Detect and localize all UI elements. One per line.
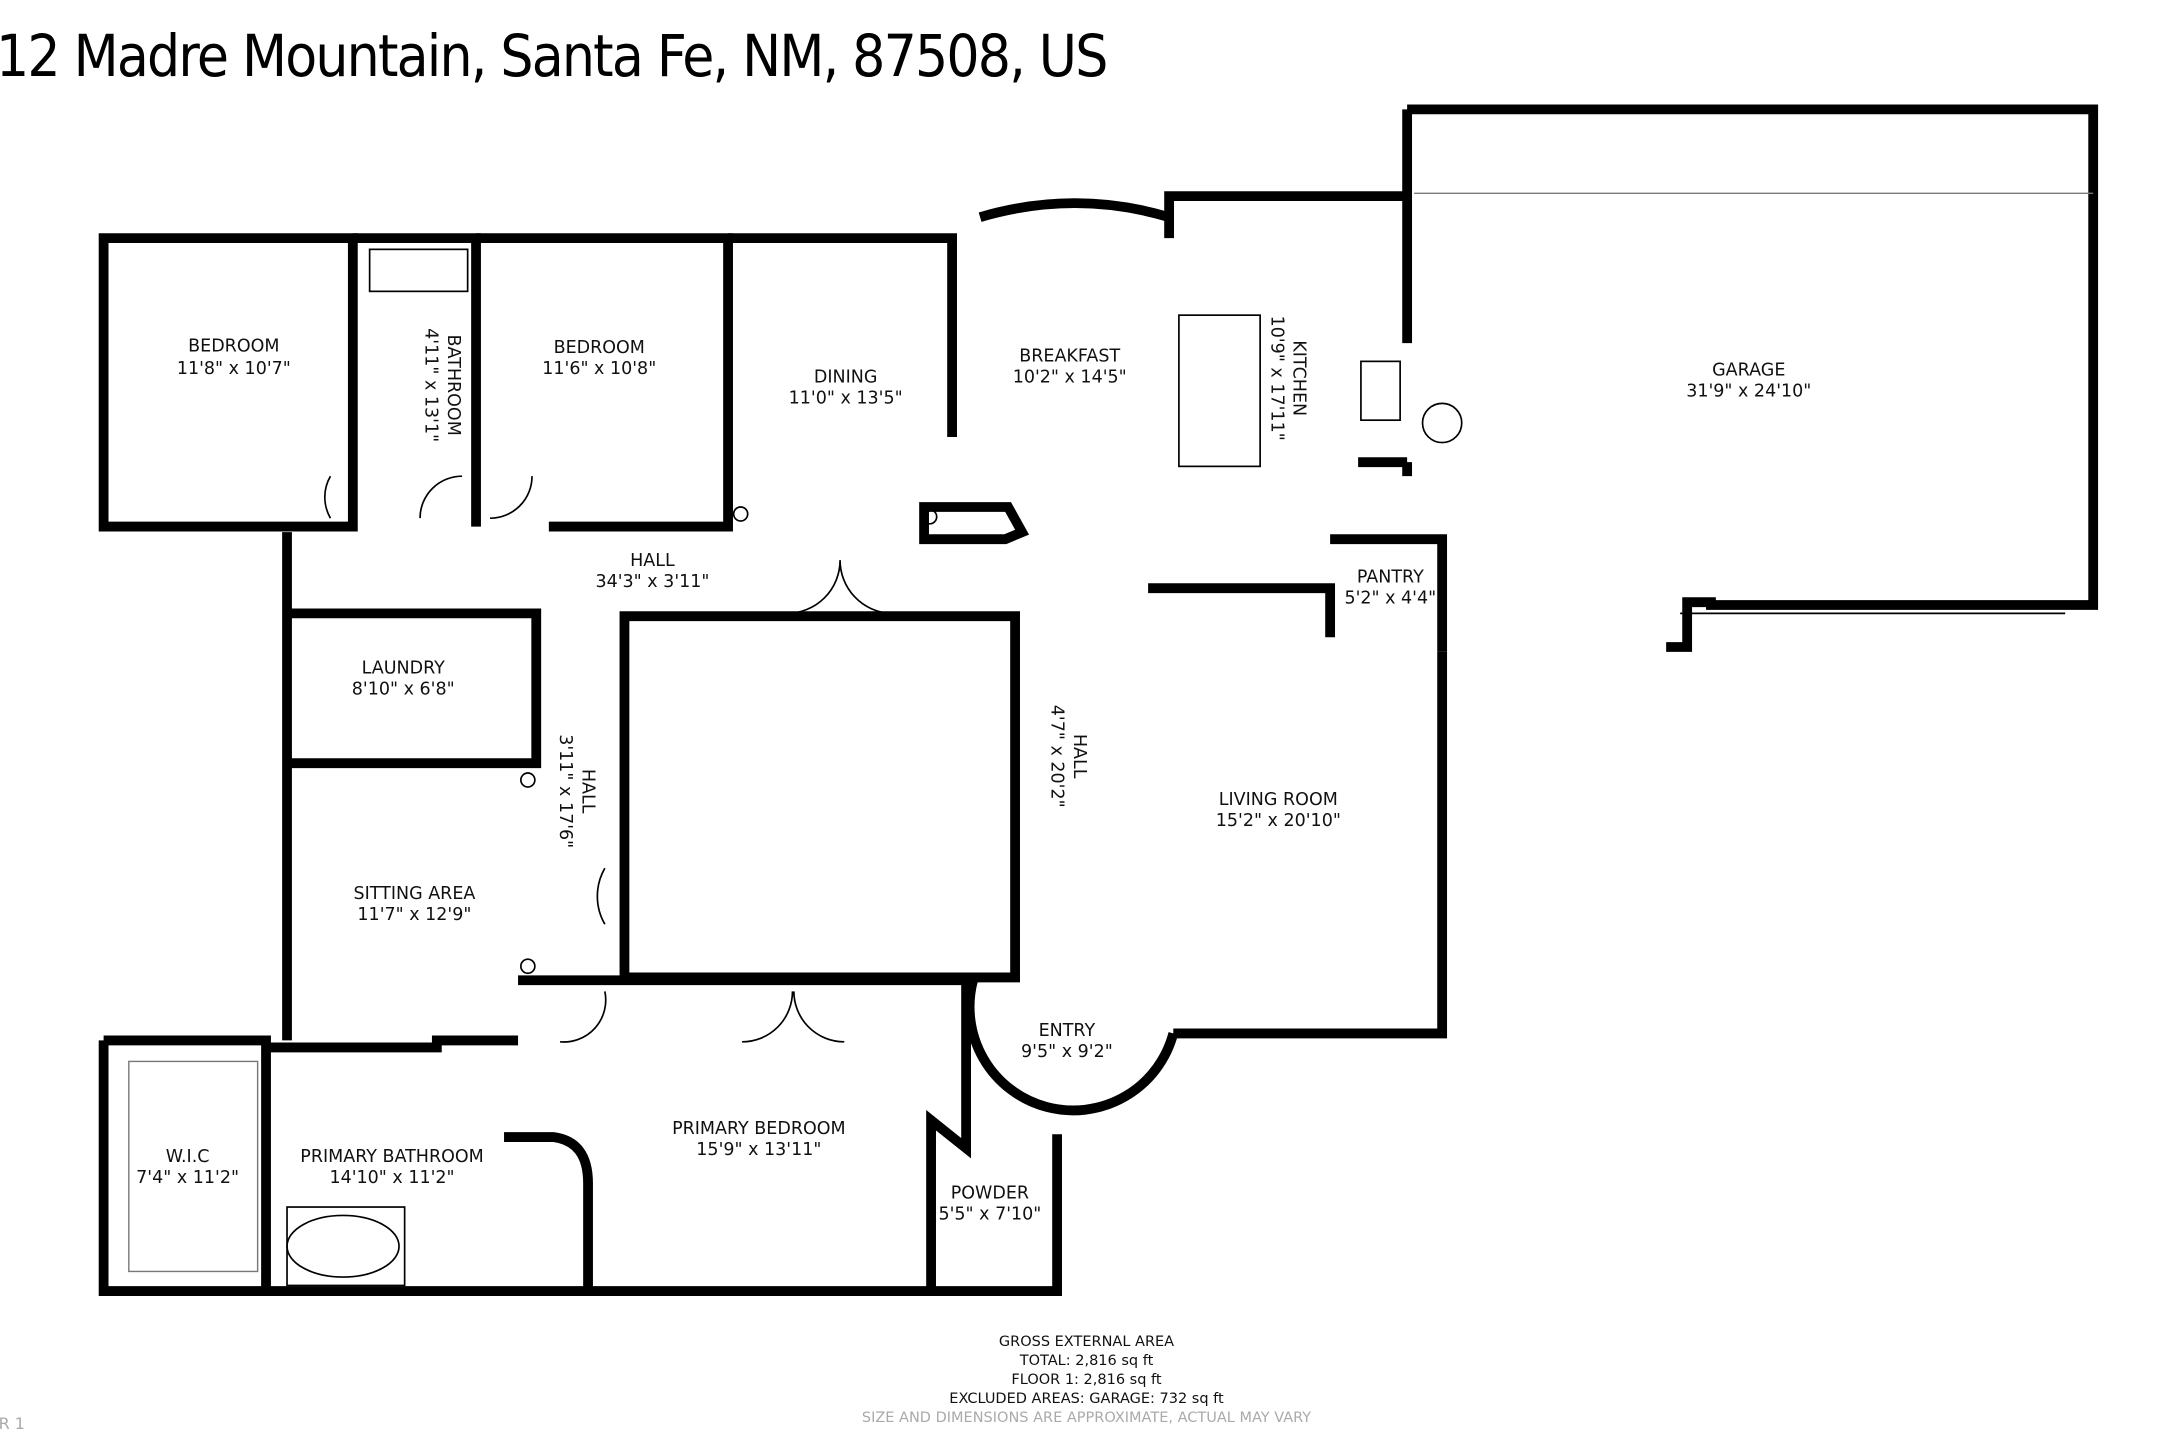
room-powder-name: POWDER [951, 1184, 1029, 1204]
room-entry-name: ENTRY [1039, 1021, 1096, 1041]
room-pantry-name: PANTRY [1357, 568, 1424, 588]
disclaimer: SIZE AND DIMENSIONS ARE APPROXIMATE, ACT… [861, 1410, 1312, 1426]
room-bathroom-dim: 4'11" x 13'1" [421, 328, 441, 442]
room-primary-bathroom-name: PRIMARY BATHROOM [300, 1147, 484, 1167]
room-dining-dim: 11'0" x 13'5" [789, 388, 903, 408]
room-bedroom-2-dim: 11'6" x 10'8" [542, 359, 656, 379]
room-hall-east-name: HALL [1069, 734, 1089, 779]
room-sitting-dim: 11'7" x 12'9" [357, 905, 471, 925]
room-bedroom-1-name: BEDROOM [188, 337, 279, 357]
room-kitchen-name: KITCHEN [1289, 340, 1309, 416]
floor-label: OR 1 [0, 1414, 25, 1433]
room-dining-name: DINING [814, 367, 878, 387]
room-wic-dim: 7'4" x 11'2" [136, 1168, 239, 1188]
room-labels: BEDROOM 11'8" x 10'7" BATHROOM 4'11" x 1… [136, 316, 1811, 1225]
room-living-name: LIVING ROOM [1219, 790, 1338, 810]
room-garage-name: GARAGE [1712, 360, 1785, 380]
area-floor-1: FLOOR 1: 2,816 sq ft [1011, 1372, 1162, 1388]
walls [98, 104, 2099, 1296]
room-pantry-dim: 5'2" x 4'4" [1344, 589, 1436, 609]
room-kitchen-dim: 10'9" x 17'11" [1266, 316, 1286, 441]
room-garage-dim: 31'9" x 24'10" [1686, 381, 1811, 401]
room-laundry-name: LAUNDRY [362, 659, 446, 679]
fixtures [128, 192, 2094, 1287]
room-hall-main-dim: 34'3" x 3'11" [595, 572, 709, 592]
area-total: TOTAL: 2,816 sq ft [1019, 1353, 1154, 1369]
room-laundry-dim: 8'10" x 6'8" [352, 680, 455, 700]
room-hall-east-dim: 4'7" x 20'2" [1046, 705, 1066, 808]
room-powder-dim: 5'5" x 7'10" [938, 1205, 1041, 1225]
room-bedroom-1-dim: 11'8" x 10'7" [177, 359, 291, 379]
property-address-title: 12 Madre Mountain, Santa Fe, NM, 87508, … [0, 22, 1108, 90]
room-bedroom-2-name: BEDROOM [554, 338, 645, 358]
room-entry-dim: 9'5" x 9'2" [1021, 1042, 1113, 1062]
room-hall-west-name: HALL [577, 769, 597, 814]
room-living-dim: 15'2" x 20'10" [1216, 811, 1341, 831]
room-wic-name: W.I.C [166, 1147, 210, 1167]
room-breakfast-dim: 10'2" x 14'5" [1013, 367, 1127, 387]
room-primary-bedroom-name: PRIMARY BEDROOM [672, 1119, 846, 1139]
room-hall-main-name: HALL [630, 551, 675, 571]
room-sitting-name: SITTING AREA [353, 884, 475, 904]
room-bathroom-name: BATHROOM [443, 335, 463, 436]
room-primary-bathroom-dim: 14'10" x 11'2" [329, 1168, 454, 1188]
room-breakfast-name: BREAKFAST [1019, 346, 1120, 366]
room-primary-bedroom-dim: 15'9" x 13'11" [696, 1140, 821, 1160]
area-excluded: EXCLUDED AREAS: GARAGE: 732 sq ft [949, 1391, 1224, 1407]
room-hall-west-dim: 3'11" x 17'6" [555, 734, 575, 848]
area-summary: GROSS EXTERNAL AREA TOTAL: 2,816 sq ft F… [0, 1333, 2173, 1428]
area-heading: GROSS EXTERNAL AREA [998, 1334, 1175, 1350]
